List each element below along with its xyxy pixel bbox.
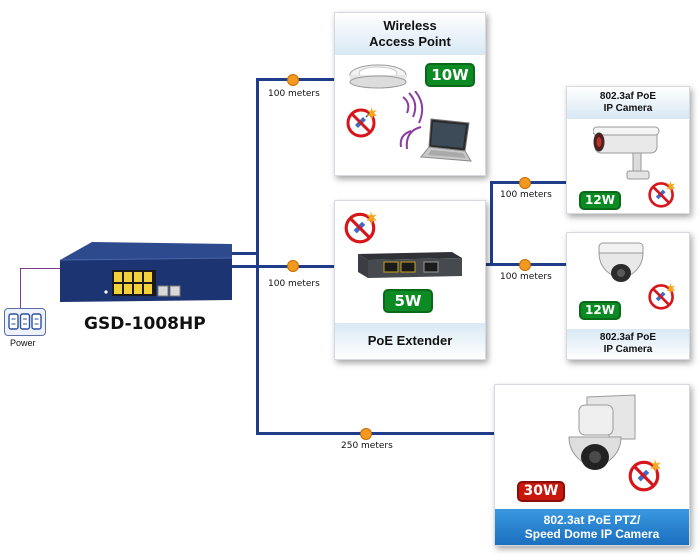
- dome-camera-icon: [598, 242, 644, 282]
- power-wire: [20, 268, 61, 309]
- camera-mid-title-line2: IP Camera: [603, 344, 653, 355]
- link-node-extender: [287, 260, 299, 272]
- no-power-icon: [648, 180, 676, 208]
- extender-watt-badge: 5W: [383, 289, 433, 313]
- link-node-ptz: [360, 428, 372, 440]
- no-power-icon: [628, 459, 661, 492]
- ap-title-line2: Access Point: [369, 34, 451, 49]
- ptz-watt-badge: 30W: [517, 481, 565, 502]
- switch-model-label: GSD-1008HP: [84, 314, 206, 334]
- ptz-card-footer: 802.3at PoE PTZ/ Speed Dome IP Camera: [495, 509, 689, 545]
- distance-label-cam-mid: 100 meters: [500, 272, 552, 282]
- poe-extender-icon: [358, 252, 462, 278]
- ap-card-header: Wireless Access Point: [335, 13, 485, 55]
- camera-top-card-header: 802.3af PoE IP Camera: [567, 87, 689, 119]
- camera-top-card: 802.3af PoE IP Camera 12W: [566, 86, 690, 214]
- camera-top-title-line1: 802.3af PoE: [599, 91, 657, 102]
- distance-label-cam-top: 100 meters: [500, 190, 552, 200]
- link-node-ap: [287, 74, 299, 86]
- wire-switch-trunk: [229, 252, 259, 255]
- ap-title-line1: Wireless: [383, 18, 437, 33]
- no-power-icon: [648, 282, 676, 310]
- power-outlet-icon: [4, 308, 46, 336]
- distance-label-ap: 100 meters: [268, 89, 320, 99]
- ptz-camera-icon: [568, 394, 636, 470]
- ap-watt-badge: 10W: [425, 63, 475, 87]
- camera-mid-card: 12W 802.3af PoE IP Camera: [566, 232, 690, 360]
- no-power-icon: [344, 211, 377, 244]
- extender-title: PoE Extender: [367, 333, 453, 348]
- camera-top-title-line2: IP Camera: [603, 103, 653, 114]
- wire-to-cam-mid: [462, 263, 602, 266]
- switch-device: [56, 240, 236, 306]
- bullet-camera-icon: [593, 126, 660, 180]
- wire-to-ptz: [256, 432, 494, 435]
- laptop-icon: [420, 118, 472, 162]
- power-label: Power: [10, 338, 36, 348]
- ptz-card: 30W 802.3at PoE PTZ/ Speed Dome IP Camer…: [494, 384, 690, 546]
- wire-ext-out-vert: [490, 181, 493, 266]
- extender-card-footer: PoE Extender: [335, 323, 485, 359]
- ap-card: Wireless Access Point 10W: [334, 12, 486, 176]
- camera-top-watt-badge: 12W: [579, 191, 621, 210]
- no-power-icon: [346, 107, 377, 138]
- link-node-cam-mid: [519, 259, 531, 271]
- wire-to-cam-top: [490, 181, 622, 184]
- extender-card: 5W PoE Extender: [334, 200, 486, 360]
- camera-mid-watt-badge: 12W: [579, 301, 621, 320]
- ptz-title-line2: Speed Dome IP Camera: [524, 527, 660, 541]
- wifi-waves-icon: [399, 91, 424, 149]
- distance-label-ptz: 250 meters: [341, 441, 393, 451]
- camera-mid-card-footer: 802.3af PoE IP Camera: [567, 329, 689, 359]
- link-node-cam-top: [519, 177, 531, 189]
- ptz-title-line1: 802.3at PoE PTZ/: [543, 513, 641, 527]
- camera-mid-title-line1: 802.3af PoE: [599, 332, 657, 343]
- access-point-icon: [349, 64, 407, 89]
- distance-label-extender: 100 meters: [268, 279, 320, 289]
- wire-trunk-vertical: [256, 78, 259, 434]
